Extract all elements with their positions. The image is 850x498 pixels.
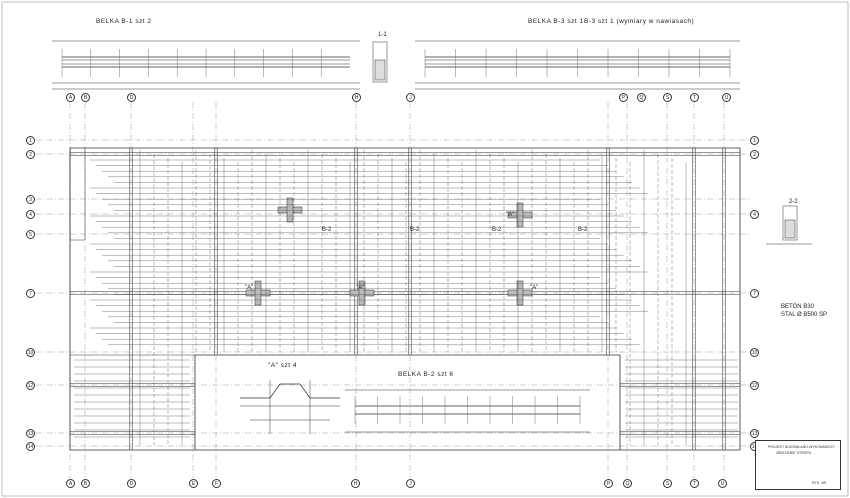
grid-axis-bubble-P: P xyxy=(604,479,613,488)
grid-axis-bubble-3: 3 xyxy=(26,195,35,204)
title-block-line: PROJEKT BUDOWLANO-WYKONAWCZY xyxy=(768,445,835,449)
beam-b3-title-prefix: BELKA B-3 szt 1 xyxy=(528,18,584,25)
grid-axis-bubble-13: 13 xyxy=(750,429,759,438)
detail-a-title: "A" szt 4 xyxy=(268,362,297,369)
title-block: PROJEKT BUDOWLANO-WYKONAWCZY ZBROJENIE S… xyxy=(755,440,841,490)
section-1-1-outline xyxy=(372,41,388,83)
grid-axis-bubble-B: B xyxy=(81,93,90,102)
grid-axis-bubble-10: 10 xyxy=(750,348,759,357)
beam-b1-title: BELKA B-1 szt 2 xyxy=(96,18,152,25)
slab-edge xyxy=(69,148,86,241)
grid-axis-bubble-J: J xyxy=(406,93,415,102)
grid-axis-bubble-1: 1 xyxy=(750,136,759,145)
grid-axis-bubble-Q: Q xyxy=(623,479,632,488)
grid-axis-bubble-A: A xyxy=(66,479,75,488)
grid-axis-bubble-7: 7 xyxy=(26,289,35,298)
slab-label: B-2 xyxy=(492,227,502,233)
detail-a-shape xyxy=(240,383,340,399)
section-1-1-core xyxy=(374,59,386,81)
grid-axis-bubble-14: 14 xyxy=(26,442,35,451)
grid-axis-bubble-2: 2 xyxy=(750,150,759,159)
beam-b3-title: B-3 szt 1 (wymiary w nawiasach) xyxy=(584,18,695,25)
grid-axis-bubble-B: B xyxy=(81,479,90,488)
steel-class-note: STAL Ø B500 SP xyxy=(781,312,828,318)
grid-axis-bubble-S: S xyxy=(663,93,672,102)
grid-axis-bubble-12: 12 xyxy=(750,381,759,390)
grid-axis-bubble-12: 12 xyxy=(26,381,35,390)
section-mark-a: "A" xyxy=(506,212,515,218)
slab-label: B-2 xyxy=(322,227,332,233)
title-block-line: ZBROJENIE STROPU xyxy=(776,451,812,455)
section-mark-a: "A" xyxy=(530,285,539,291)
grid-axis-bubble-1: 1 xyxy=(26,136,35,145)
section-2-2-core xyxy=(784,219,796,239)
concrete-class-note: BETON B30 xyxy=(781,304,814,310)
grid-axis-bubble-T: T xyxy=(690,93,699,102)
grid-axis-bubble-F: F xyxy=(212,479,221,488)
grid-axis-bubble-D: D xyxy=(127,93,136,102)
section-2-2-label: 2-2 xyxy=(789,199,798,205)
grid-axis-bubble-A: A xyxy=(66,93,75,102)
grid-axis-bubble-J: J xyxy=(406,479,415,488)
grid-axis-bubble-Q: Q xyxy=(637,93,646,102)
grid-axis-bubble-2: 2 xyxy=(26,150,35,159)
grid-axis-bubble-10: 10 xyxy=(26,348,35,357)
slab-label: B-2 xyxy=(410,227,420,233)
opening-cross-bar xyxy=(516,202,524,228)
grid-axis-bubble-5: 5 xyxy=(26,230,35,239)
grid-axis-bubble-4: 4 xyxy=(750,210,759,219)
section-mark-a: "A" xyxy=(356,285,365,291)
grid-axis-bubble-7: 7 xyxy=(750,289,759,298)
grid-axis-bubble-13: 13 xyxy=(26,429,35,438)
opening-cross-bar xyxy=(254,280,262,306)
grid-axis-bubble-U: U xyxy=(718,479,727,488)
opening-cross-bar xyxy=(516,280,524,306)
grid-axis-bubble-S: S xyxy=(663,479,672,488)
slab-outline xyxy=(69,147,741,451)
slab-label: B-2 xyxy=(578,227,588,233)
opening-cross-bar xyxy=(286,197,294,223)
grid-axis-bubble-4: 4 xyxy=(26,210,35,219)
title-block-line: RYS. NR xyxy=(812,481,827,485)
grid-axis-bubble-E: E xyxy=(189,479,198,488)
grid-axis-bubble-P: P xyxy=(619,93,628,102)
opening-cross-bar xyxy=(358,280,366,306)
section-1-1-label: 1-1 xyxy=(378,32,387,38)
grid-axis-bubble-H: H xyxy=(352,93,361,102)
section-2-2-outline xyxy=(782,205,798,241)
grid-axis-bubble-T: T xyxy=(690,479,699,488)
grid-axis-bubble-U: U xyxy=(722,93,731,102)
beam-b2-title: BELKA B-2 szt 6 xyxy=(398,371,454,378)
section-mark-a: "A" xyxy=(245,285,254,291)
grid-axis-bubble-H: H xyxy=(351,479,360,488)
grid-axis-bubble-D: D xyxy=(127,479,136,488)
